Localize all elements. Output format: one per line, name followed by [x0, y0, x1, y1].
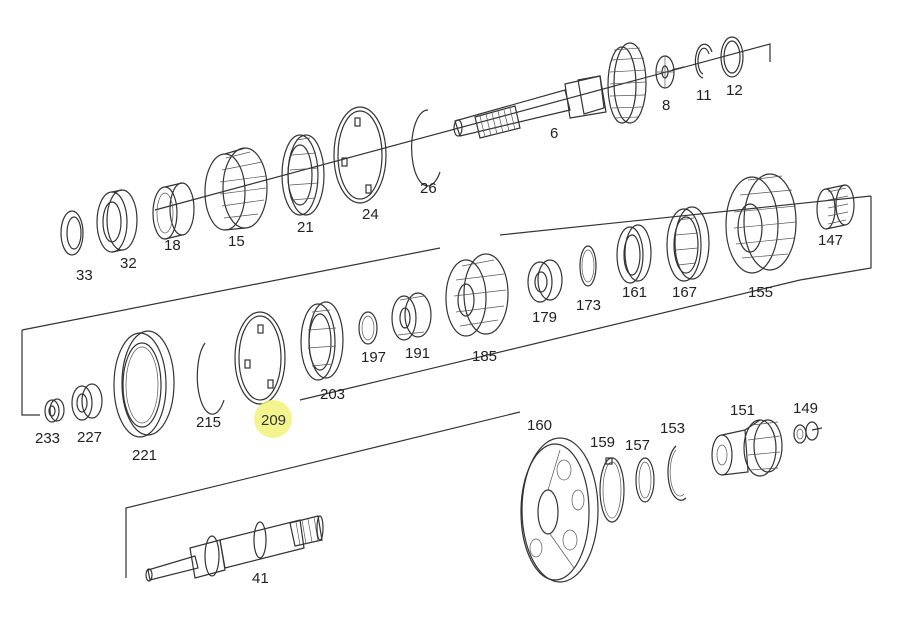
part-26-snap-ring[interactable]: [411, 109, 441, 187]
part-18-bearing-cage[interactable]: [152, 182, 195, 240]
label-173[interactable]: 173: [576, 297, 601, 314]
part-159-ring[interactable]: [599, 457, 625, 523]
label-179[interactable]: 179: [532, 309, 557, 326]
part-151-splined-hub[interactable]: [711, 419, 783, 477]
part-179-bushing[interactable]: [527, 259, 563, 303]
part-203-synchro-hub[interactable]: [300, 301, 344, 381]
label-197[interactable]: 197: [361, 349, 386, 366]
part-6-input-shaft[interactable]: [453, 42, 647, 139]
label-12[interactable]: 12: [726, 82, 743, 99]
label-159[interactable]: 159: [590, 434, 615, 451]
part-173-snap-ring[interactable]: [579, 245, 597, 287]
part-161-synchro-ring[interactable]: [616, 224, 652, 284]
part-227-pinion[interactable]: [71, 383, 103, 421]
label-161[interactable]: 161: [622, 284, 647, 301]
label-41[interactable]: 41: [252, 570, 269, 587]
part-21-synchro-hub[interactable]: [281, 134, 325, 216]
label-227[interactable]: 227: [77, 429, 102, 446]
label-203[interactable]: 203: [320, 386, 345, 403]
label-33[interactable]: 33: [76, 267, 93, 284]
part-209-highlight-marker: [254, 400, 292, 438]
part-167-ring-gear[interactable]: [666, 206, 710, 282]
part-221-ring-gear[interactable]: [113, 330, 175, 438]
label-24[interactable]: 24: [362, 206, 379, 223]
label-191[interactable]: 191: [405, 345, 430, 362]
label-221[interactable]: 221: [132, 447, 157, 464]
label-151[interactable]: 151: [730, 402, 755, 419]
label-147[interactable]: 147: [818, 232, 843, 249]
part-12-ring[interactable]: [720, 36, 744, 78]
label-18[interactable]: 18: [164, 237, 181, 254]
part-157-washer[interactable]: [635, 457, 655, 503]
frame-upper-shaft: [154, 43, 771, 211]
part-197-washer[interactable]: [358, 311, 378, 345]
part-147-needle-bearing[interactable]: [816, 184, 855, 230]
part-32-bearing[interactable]: [96, 189, 138, 253]
label-32[interactable]: 32: [120, 255, 137, 272]
label-160[interactable]: 160: [527, 417, 552, 434]
part-191-bushing[interactable]: [391, 292, 432, 341]
part-149-nut[interactable]: [793, 421, 823, 444]
label-11[interactable]: 11: [696, 87, 712, 104]
part-33-seal[interactable]: [60, 210, 84, 256]
label-185[interactable]: 185: [472, 348, 497, 365]
label-155[interactable]: 155: [748, 284, 773, 301]
label-209[interactable]: 209: [261, 412, 286, 429]
label-15[interactable]: 15: [228, 233, 245, 250]
frame-middle-shaft: [21, 195, 872, 416]
part-155-gear[interactable]: [725, 173, 797, 274]
label-157[interactable]: 157: [625, 437, 650, 454]
part-185-gear[interactable]: [445, 253, 509, 337]
part-233-pinion[interactable]: [44, 398, 65, 423]
frame-lower-shaft: [125, 411, 521, 578]
label-26[interactable]: 26: [420, 180, 437, 197]
part-160-planet-carrier[interactable]: [520, 437, 599, 583]
label-149[interactable]: 149: [793, 400, 818, 417]
part-24-synchro-ring[interactable]: [333, 106, 387, 204]
label-8[interactable]: 8: [662, 97, 670, 114]
part-215-snap-ring[interactable]: [196, 342, 225, 415]
part-8-bearing[interactable]: [655, 55, 685, 89]
part-11-snap-ring[interactable]: [694, 43, 713, 79]
label-215[interactable]: 215: [196, 414, 221, 431]
label-6[interactable]: 6: [550, 125, 558, 142]
part-15-gear[interactable]: [204, 147, 268, 231]
label-153[interactable]: 153: [660, 420, 685, 437]
label-233[interactable]: 233: [35, 430, 60, 447]
label-167[interactable]: 167: [672, 284, 697, 301]
part-41-output-shaft[interactable]: [145, 515, 324, 582]
part-153-snap-ring[interactable]: [667, 445, 687, 501]
label-21[interactable]: 21: [297, 219, 314, 236]
part-209-synchro-ring[interactable]: [234, 311, 286, 405]
